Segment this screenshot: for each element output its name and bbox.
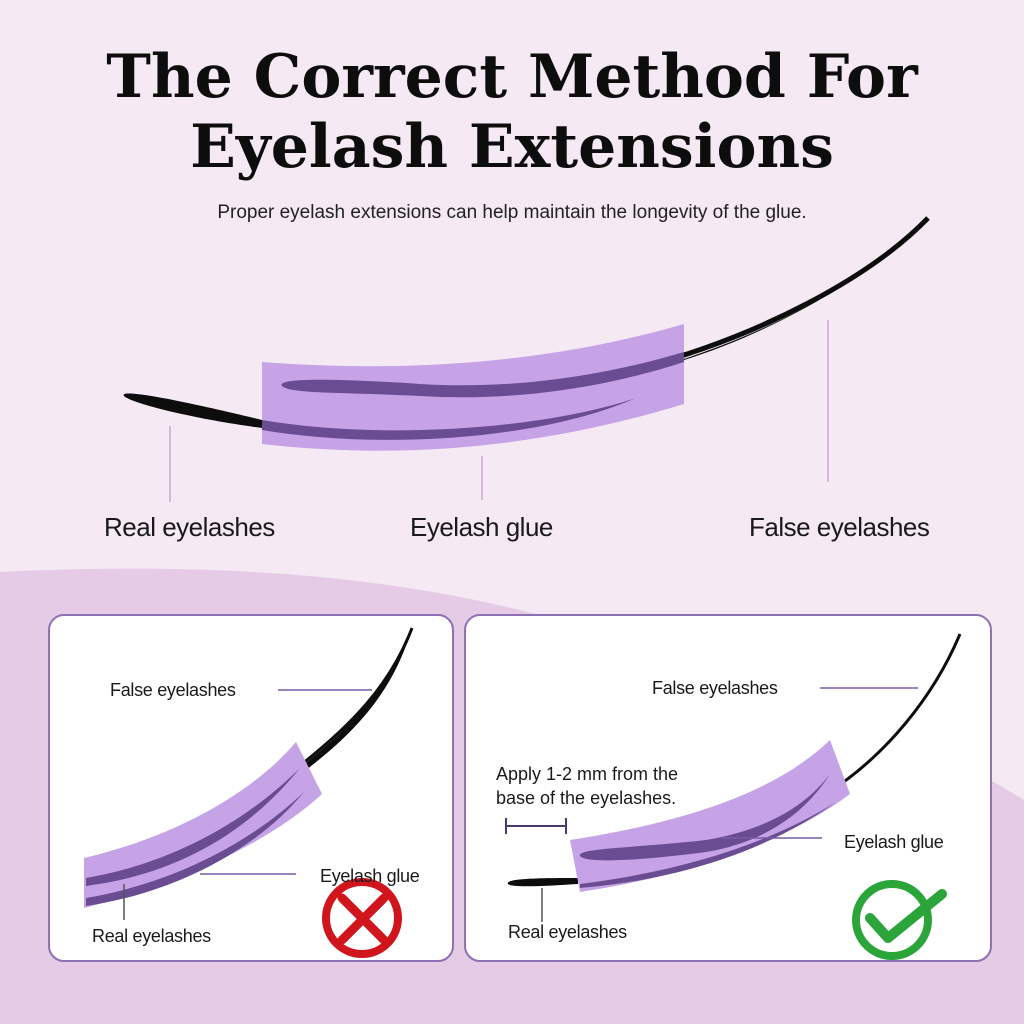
correct-label-false-eyelashes: False eyelashes: [652, 678, 778, 698]
correct-label-eyelash-glue: Eyelash glue: [844, 832, 944, 852]
correct-label-real-eyelashes: Real eyelashes: [508, 922, 627, 942]
application-note-line1: Apply 1-2 mm from the: [496, 764, 679, 784]
page-title-line1: The Correct Method For: [106, 42, 918, 112]
wrong-label-false-eyelashes: False eyelashes: [110, 680, 236, 700]
wrong-method-panel: False eyelashes Eyelash glue Real eyelas…: [48, 614, 454, 962]
check-mark-icon: [852, 880, 947, 960]
application-note-line2: base of the eyelashes.: [496, 788, 677, 808]
cross-mark-icon: [322, 878, 402, 958]
correct-method-diagram: [505, 633, 962, 960]
false-eyelash-in-glue: [281, 352, 684, 398]
correct-method-panel: False eyelashes Apply 1-2 mm from the ba…: [464, 614, 992, 962]
wrong-method-diagram: [84, 627, 414, 958]
page-title-line2: Eyelash Extensions: [190, 112, 834, 182]
wrong-label-real-eyelashes: Real eyelashes: [92, 926, 211, 946]
label-false-eyelashes: False eyelashes: [749, 512, 930, 542]
real-eyelash-in-glue: [262, 398, 636, 440]
wrong-label-eyelash-glue: Eyelash glue: [320, 866, 420, 886]
real-eyelash-shape: [123, 393, 262, 428]
measurement-bracket: [505, 818, 567, 834]
glue-band-shape: [84, 742, 322, 908]
page-subtitle: Proper eyelash extensions can help maint…: [217, 202, 807, 223]
label-eyelash-glue: Eyelash glue: [410, 512, 553, 542]
application-note: Apply 1-2 mm from the base of the eyelas…: [496, 762, 678, 810]
label-real-eyelashes: Real eyelashes: [104, 512, 275, 542]
